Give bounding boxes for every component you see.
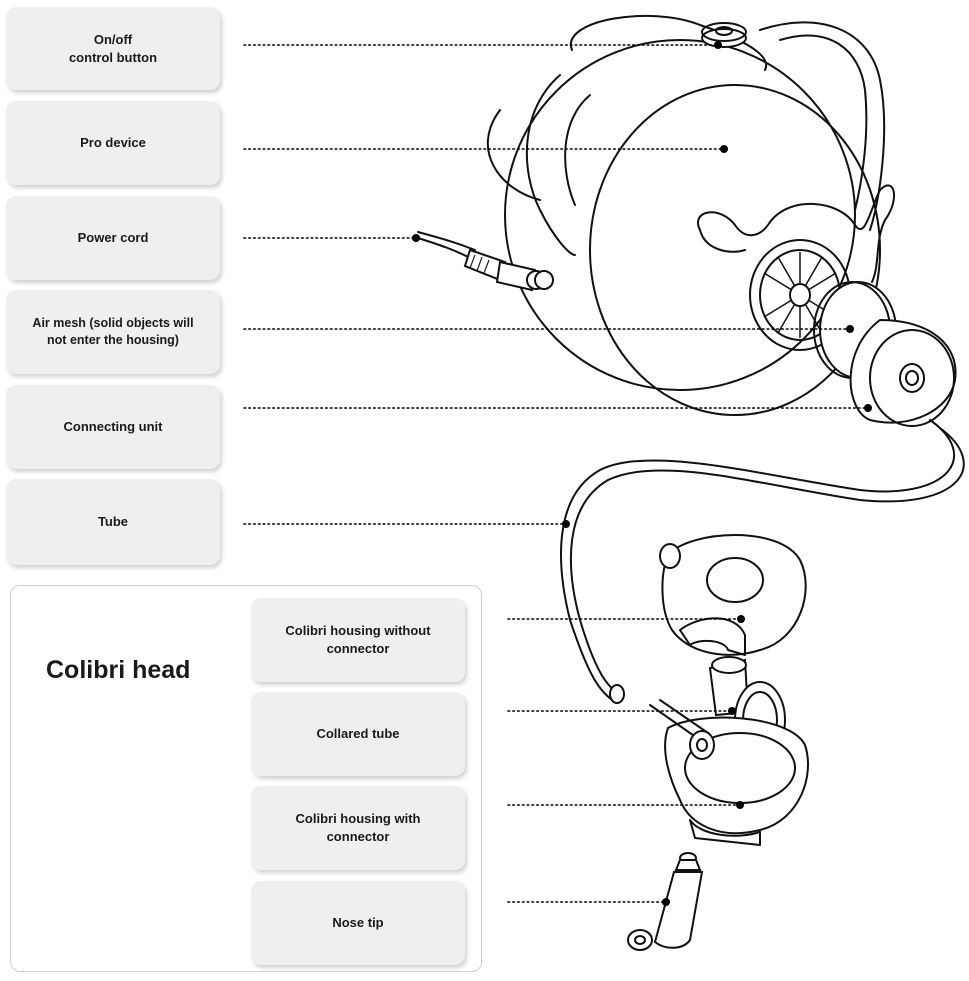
pro-device-drawing	[486, 14, 896, 416]
label-air-mesh: Air mesh (solid objects will not enter t…	[6, 290, 220, 374]
label-pro-device: Pro device	[6, 101, 220, 185]
leader-dot-connecting-unit	[864, 404, 872, 412]
colibri-housing-without-connector-drawing	[659, 534, 807, 656]
tube-drawing	[560, 419, 965, 704]
label-on-off-control-button: On/off control button	[6, 7, 220, 90]
leader-dot-tube	[562, 520, 570, 528]
label-tube: Tube	[6, 479, 220, 565]
leader-dot-nose-tip	[662, 898, 670, 906]
label-colibri-housing-without-connector: Colibri housing without connector	[251, 598, 465, 682]
leader-dot-collared-tube	[728, 707, 736, 715]
nose-tip-drawing	[627, 852, 704, 951]
label-colibri-housing-with-connector: Colibri housing with connector	[251, 786, 465, 870]
power-cord-drawing	[417, 231, 554, 292]
leader-dot-housing-with	[736, 801, 744, 809]
label-nose-tip: Nose tip	[251, 881, 465, 965]
leader-lines	[243, 41, 872, 906]
connecting-unit-drawing	[849, 318, 957, 427]
colibri-housing-with-connector-drawing	[649, 699, 809, 846]
label-power-cord: Power cord	[6, 196, 220, 280]
leader-dot-power-cord	[412, 234, 420, 242]
label-collared-tube: Collared tube	[251, 692, 465, 776]
colibri-head-title: Colibri head	[46, 656, 191, 684]
leader-dot-housing-without	[737, 615, 745, 623]
label-connecting-unit: Connecting unit	[6, 385, 220, 469]
leader-dot-air-mesh	[846, 325, 854, 333]
leader-dot-on-off	[714, 41, 722, 49]
leader-dot-pro-device	[720, 145, 728, 153]
